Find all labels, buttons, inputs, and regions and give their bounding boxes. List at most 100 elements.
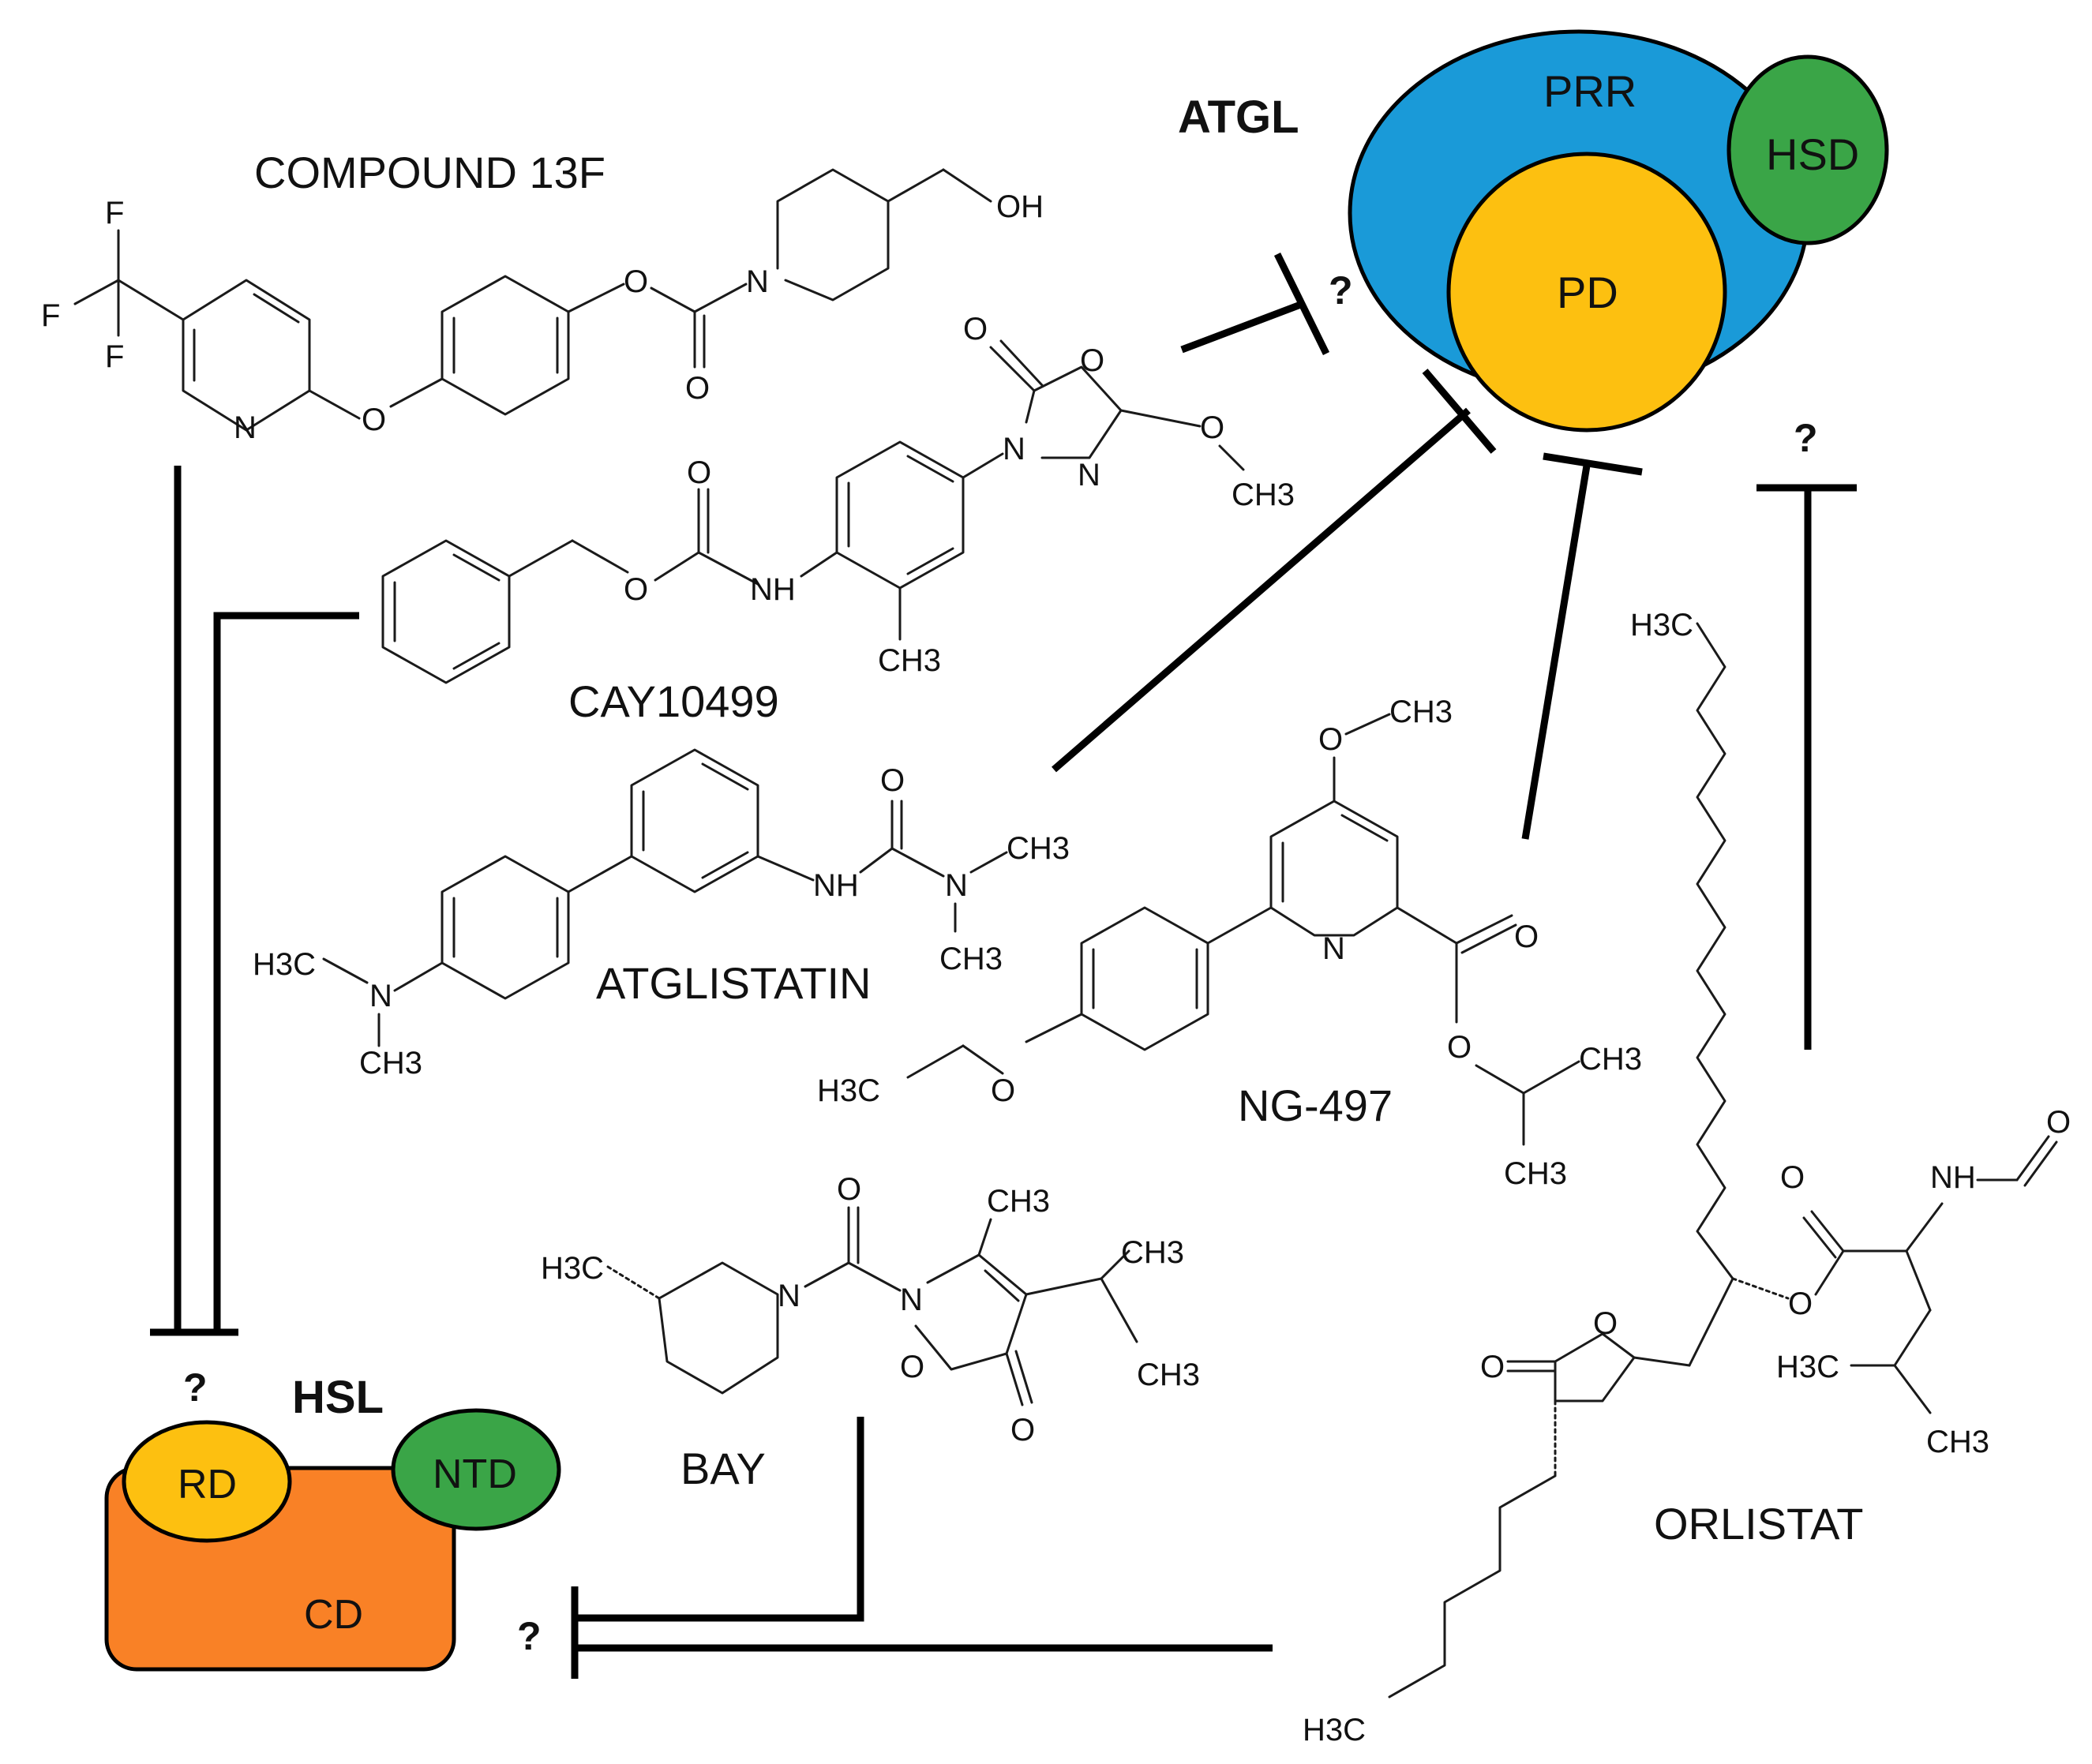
dimethylamine-h3c: H3C: [253, 947, 316, 982]
urea-nh: NH: [813, 868, 859, 903]
ring-to-urea-nh: [756, 855, 815, 882]
ng497-ipr-ch3-top: CH3: [1579, 1042, 1642, 1077]
bay-hsl-inhibition-line: [575, 1417, 864, 1622]
ch2-to-oh: [942, 168, 992, 203]
dimethylamine-n: N: [369, 979, 392, 1013]
ng497-label: NG-497: [1238, 1080, 1393, 1130]
piperidine-n-13f: N: [746, 264, 769, 299]
bay-structure: BAY H3C N O N O O CH3 CH3 CH3: [541, 1172, 1200, 1493]
ng497-carbonyl-o: O: [1514, 919, 1539, 954]
piperidine-ring-13f: [776, 168, 890, 301]
ng497-ph-to-o: [1025, 1013, 1083, 1043]
cf3-bonds: [73, 229, 120, 305]
urea-o: O: [880, 763, 905, 798]
orlistat-calpha-to-nh: [1905, 1202, 1944, 1253]
pyridine-n: N: [234, 410, 257, 445]
oxadiazolone-ring: [1025, 365, 1123, 459]
orlistat-lactone-ring: [1554, 1332, 1636, 1403]
urea-ch3-bottom: CH3: [939, 942, 1003, 976]
atglistatin-atgl-inhibition-bar: [1422, 369, 1497, 454]
cay10499-label: CAY10499: [568, 676, 779, 726]
cf3-f-left: F: [41, 298, 60, 333]
ng497-ipr-ch3-bottom: CH3: [1504, 1156, 1567, 1191]
urea-n: N: [945, 868, 968, 903]
ng497-o-to-ipr: [1475, 1064, 1525, 1095]
orlistat-atgl-unknown-mark: ?: [1794, 416, 1818, 460]
orlistat-formyl-o: O: [2046, 1105, 2071, 1140]
oxadiazolone-c-o-2: [999, 339, 1044, 387]
piperidine-to-ch2oh: [887, 168, 945, 203]
orlistat-co-2: [1802, 1216, 1837, 1259]
orlistat-ester-o: O: [1788, 1286, 1813, 1321]
bay-isoxazolone-o: O: [900, 1350, 924, 1384]
bay-piperidine: [658, 1261, 779, 1395]
ng497-ethoxy-h3c: H3C: [817, 1073, 880, 1108]
oxadiazolone-n2: N: [1078, 458, 1100, 492]
methoxy-bond: [1218, 444, 1245, 471]
pyridine-double-2: [253, 293, 300, 324]
rd-label: RD: [178, 1462, 237, 1507]
hsl-label: HSL: [292, 1372, 384, 1423]
cay-ch3: CH3: [878, 643, 941, 678]
nh-to-ring: [800, 551, 838, 578]
hsl-top-unknown-mark: ?: [183, 1365, 208, 1410]
ester-o-13f: O: [624, 264, 648, 299]
ester-o-to-c: [650, 287, 696, 313]
ch2-to-o: [571, 539, 629, 574]
orlistat-lactone-wedge: [1633, 1356, 1691, 1367]
benzyl-ch2: [508, 539, 574, 578]
ng497-phenyl: [1080, 906, 1209, 1051]
urea-n-me1: [969, 851, 1008, 874]
atgl-enzyme: ATGL PRR HSD PD: [1178, 29, 1889, 433]
ng497-ring-to-ester: [1396, 906, 1458, 945]
ng497-ethoxy-o: O: [991, 1073, 1015, 1108]
ng497-structure: NG-497 O CH3 N O H3C O O CH3 CH3: [817, 695, 1642, 1191]
bay-isoxazolone-n: N: [900, 1283, 923, 1317]
benzyl-double-3: [452, 642, 501, 670]
orlistat-leu-h3c: H3C: [1776, 1350, 1839, 1384]
carbamate-o: O: [687, 455, 711, 490]
bay-ipr-ch3-bottom: CH3: [1137, 1358, 1200, 1392]
benzyl-ring: [381, 539, 511, 684]
compound13f-atgl-inhibition-bar: [1273, 253, 1330, 355]
cf3-f-top: F: [105, 196, 124, 230]
benzyl-double-2: [452, 553, 501, 582]
ng497-ch2-to-ch3: [906, 1044, 965, 1079]
hsl-ntd-domain: [391, 1408, 561, 1531]
compound13f-atgl-inhibition-line: [1180, 300, 1304, 354]
bay-isoxazolone: [914, 1253, 1028, 1371]
pyridine-to-o: [308, 389, 361, 420]
cay-nh: NH: [750, 572, 796, 607]
urea-to-n: [890, 847, 945, 878]
bay-iso-carbonyl-o: O: [1010, 1413, 1035, 1448]
orlistat-cho: [2015, 1135, 2050, 1182]
ng497-pyridine: [1269, 800, 1399, 937]
hsl-enzyme: HSL RD NTD CD: [104, 1372, 561, 1672]
c-to-n-13f: [693, 283, 748, 313]
dma-to-ring: [393, 961, 444, 992]
ng497-methoxy-ch3: CH3: [1389, 695, 1453, 729]
bay-piperidine-n: N: [778, 1279, 800, 1313]
oxadiazolone-carbonyl-o: O: [963, 312, 988, 346]
bay-iso-co-2: [1014, 1350, 1033, 1404]
hsl-rd-domain: [122, 1420, 292, 1543]
ntd-label: NTD: [433, 1451, 517, 1497]
bay-h3c: H3C: [541, 1251, 604, 1286]
atglistatin-structure: ATGLISTATIN H3C N CH3 NH O N CH3 CH3: [253, 748, 1070, 1080]
compound13f-structure: COMPOUND 13F F F F N O O O N OH: [41, 148, 1044, 445]
hsl-right-unknown-mark: ?: [517, 1614, 542, 1658]
bay-label: BAY: [680, 1444, 766, 1493]
o-to-phenyl: [389, 377, 444, 408]
atglistatin-phenyl-1: [441, 855, 570, 1000]
cay10499-hsl-inhibition-line: [213, 612, 359, 1332]
orlistat-lactone-carbonyl-o: O: [1480, 1350, 1505, 1384]
bay-methyl-hash: [606, 1265, 661, 1300]
orlistat-chain-to-lactone: [1688, 1277, 1734, 1367]
cf3-to-ring: [117, 279, 185, 321]
atglistatin-p2-double-2: [701, 762, 749, 791]
ng497-methoxy-bond: [1344, 713, 1391, 736]
cay-ester-o: O: [624, 572, 648, 607]
phenyl-ring-13f: [441, 275, 570, 416]
pyridine-ring: [182, 279, 311, 432]
